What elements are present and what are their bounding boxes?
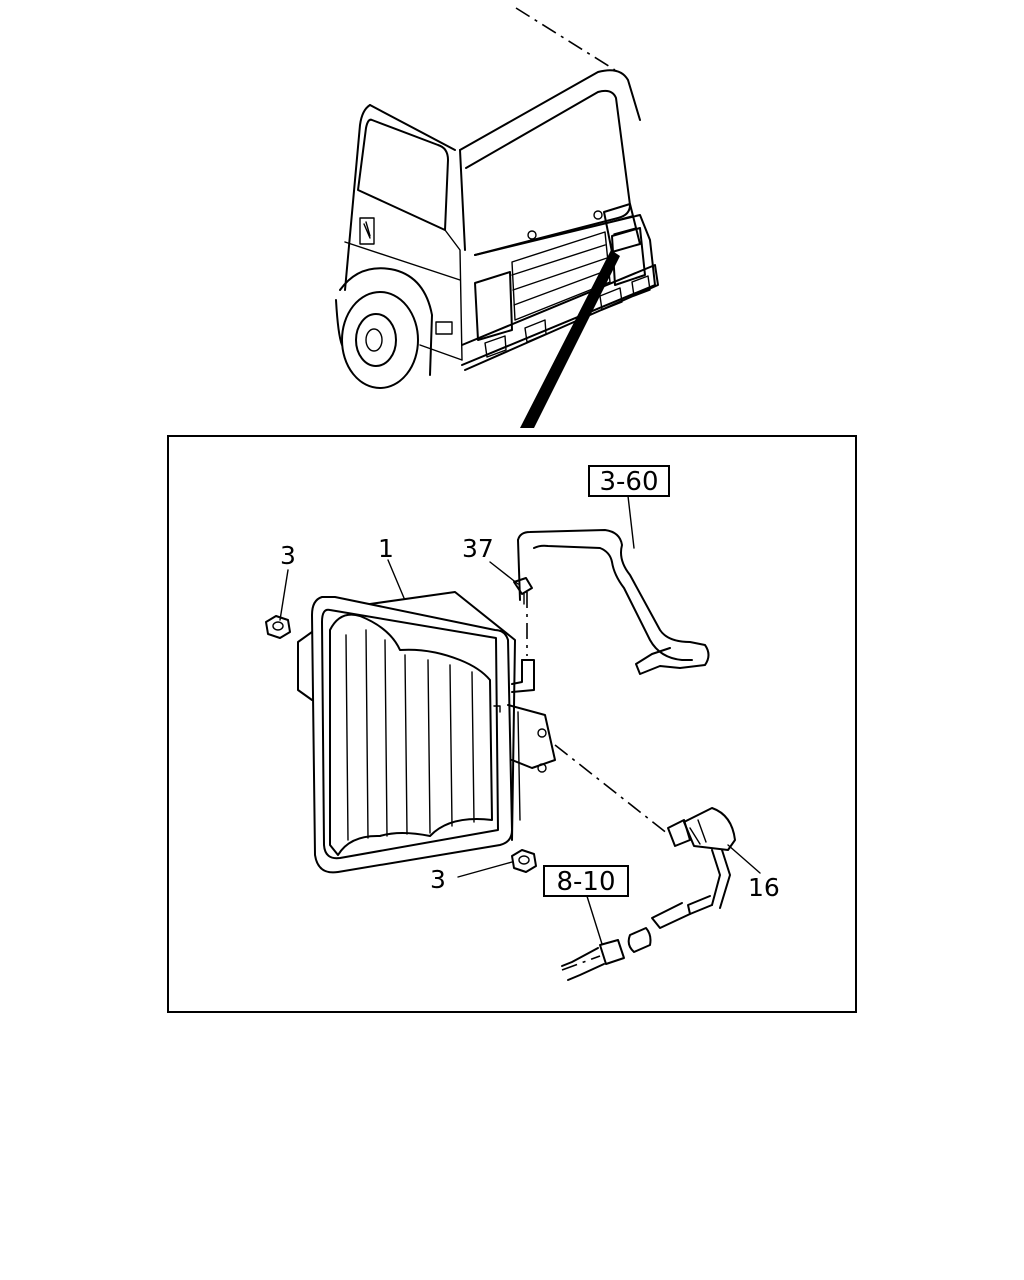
part-label-37: 37 xyxy=(462,534,494,563)
part-label-3-top: 3 xyxy=(280,541,296,570)
part-label-16: 16 xyxy=(748,873,780,902)
reservoir-tank xyxy=(297,591,556,874)
clip xyxy=(513,577,533,605)
part-label-1: 1 xyxy=(378,534,394,563)
truck-cab-illustration xyxy=(335,7,659,428)
reference-box-3-60[interactable]: 3-60 xyxy=(588,465,670,497)
nut-bottom xyxy=(511,849,537,873)
reference-label-8-10: 8-10 xyxy=(556,867,615,897)
part-label-3-bottom: 3 xyxy=(430,865,446,894)
detail-frame xyxy=(167,435,857,1013)
reference-label-3-60: 3-60 xyxy=(599,467,658,497)
hose-assembly xyxy=(511,529,710,693)
level-sensor xyxy=(554,744,736,953)
nut-top xyxy=(265,615,291,639)
leader-lines xyxy=(279,495,761,945)
reference-box-8-10[interactable]: 8-10 xyxy=(543,865,629,897)
wire-harness xyxy=(561,939,625,981)
